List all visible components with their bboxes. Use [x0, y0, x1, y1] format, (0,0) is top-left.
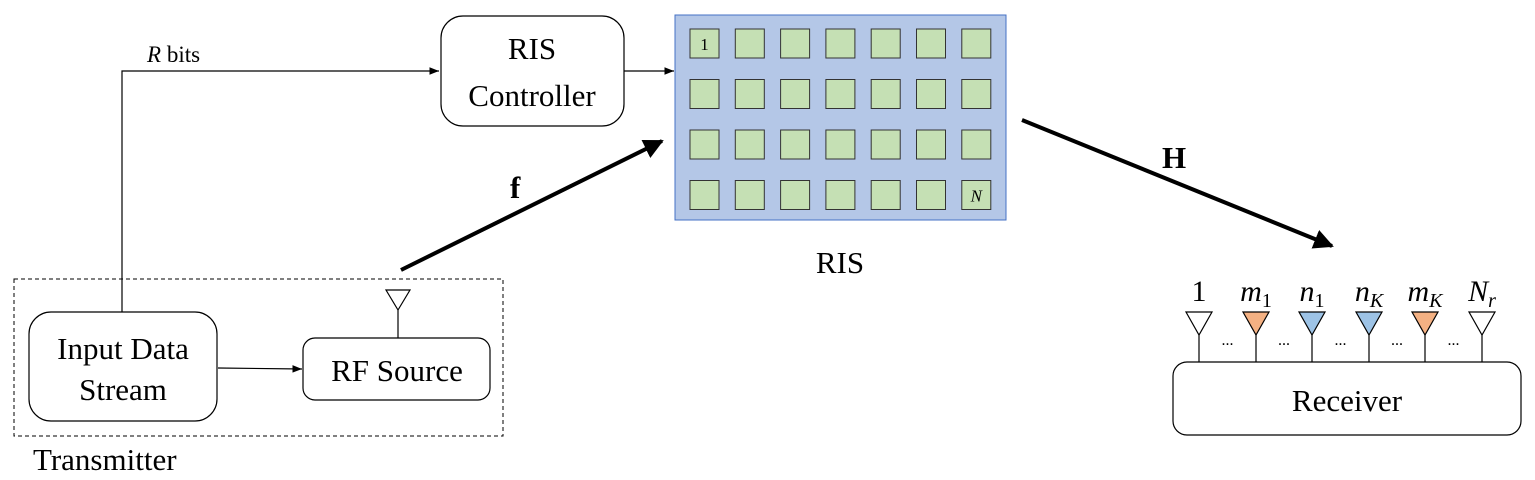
bits-label-variable: R	[146, 42, 161, 67]
ris-element	[916, 28, 946, 59]
ris-to-rx-channel-arrow	[1021, 118, 1334, 249]
receive-antenna-array: 1... m1... n1... nK... mK... Nr	[1184, 275, 1497, 362]
ris-element	[780, 129, 811, 160]
ris-element	[870, 79, 901, 109]
receive-antenna-label: m1	[1240, 275, 1272, 312]
receive-antenna-label: 1	[1192, 275, 1207, 308]
ris-element	[961, 129, 992, 160]
ris-element	[689, 129, 720, 160]
ris-element	[961, 79, 992, 109]
channel-f-label: f	[510, 170, 521, 205]
rf-source-block: RF Source	[302, 337, 491, 401]
receive-antenna-icon	[1241, 311, 1271, 337]
ris-element-grid: 1N	[689, 28, 992, 210]
ris-last-element-label: N	[970, 187, 984, 206]
ris-element	[961, 180, 992, 210]
ris-element	[780, 180, 811, 210]
ris-element	[870, 28, 901, 59]
ris-element	[825, 180, 856, 210]
data-to-rf-arrow	[217, 365, 303, 373]
ris-element	[689, 180, 720, 210]
ris-element	[734, 79, 765, 109]
transmitter-label: Transmitter	[33, 442, 177, 477]
antenna-ellipsis: ...	[1278, 332, 1290, 349]
ris-element	[870, 180, 901, 210]
ris-label: RIS	[816, 245, 864, 280]
ris-element	[916, 180, 946, 210]
receiver-label: Receiver	[1292, 383, 1403, 418]
bits-to-controller-line	[121, 67, 439, 312]
bits-label: R bits	[146, 42, 200, 67]
receiver-block: Receiver	[1172, 361, 1522, 436]
ris-element	[734, 129, 765, 160]
antenna-ellipsis: ...	[1391, 332, 1403, 349]
ris-controller-label-line2: Controller	[468, 78, 596, 113]
ris-first-element-label: 1	[700, 35, 709, 54]
ris-panel: 1N	[674, 14, 1007, 221]
ris-element	[689, 79, 720, 109]
ris-element	[825, 79, 856, 109]
receive-antenna-icon	[1297, 311, 1327, 337]
receive-antenna-label: mK	[1407, 275, 1444, 312]
antenna-ellipsis: ...	[1335, 332, 1347, 349]
input-data-stream-label-line1: Input Data	[57, 331, 189, 366]
ris-element	[870, 129, 901, 160]
ris-element	[961, 28, 992, 59]
channel-h-label: H	[1162, 140, 1186, 175]
transmit-antenna-icon	[384, 289, 412, 338]
receive-antenna-icon	[1184, 311, 1214, 337]
transmitter-boundary	[13, 278, 504, 437]
ris-element	[734, 28, 765, 59]
receive-antenna-icon	[1354, 311, 1384, 337]
antenna-ellipsis: ...	[1448, 332, 1460, 349]
antenna-ellipsis: ...	[1222, 332, 1234, 349]
input-data-stream-label-line2: Stream	[79, 372, 167, 407]
rf-source-label: RF Source	[331, 353, 463, 388]
ris-controller-label-line1: RIS	[508, 31, 556, 66]
receive-antenna-label: Nr	[1467, 275, 1496, 312]
receive-antenna-icon	[1410, 311, 1440, 337]
ris-element	[825, 129, 856, 160]
input-data-stream-block: Input Data Stream	[28, 311, 218, 422]
ris-element	[916, 129, 946, 160]
receive-antenna-icon	[1467, 311, 1497, 337]
ris-element	[780, 28, 811, 59]
ris-controller-block: RIS Controller	[440, 15, 625, 127]
ris-element	[916, 79, 946, 109]
receive-antenna-label: n1	[1300, 275, 1325, 312]
bits-label-unit: bits	[161, 42, 200, 67]
ris-element	[825, 28, 856, 59]
ris-element	[689, 28, 720, 59]
ris-element	[780, 79, 811, 109]
ris-element	[734, 180, 765, 210]
tx-to-ris-channel-arrow	[400, 139, 664, 272]
receive-antenna-label: nK	[1355, 275, 1385, 312]
